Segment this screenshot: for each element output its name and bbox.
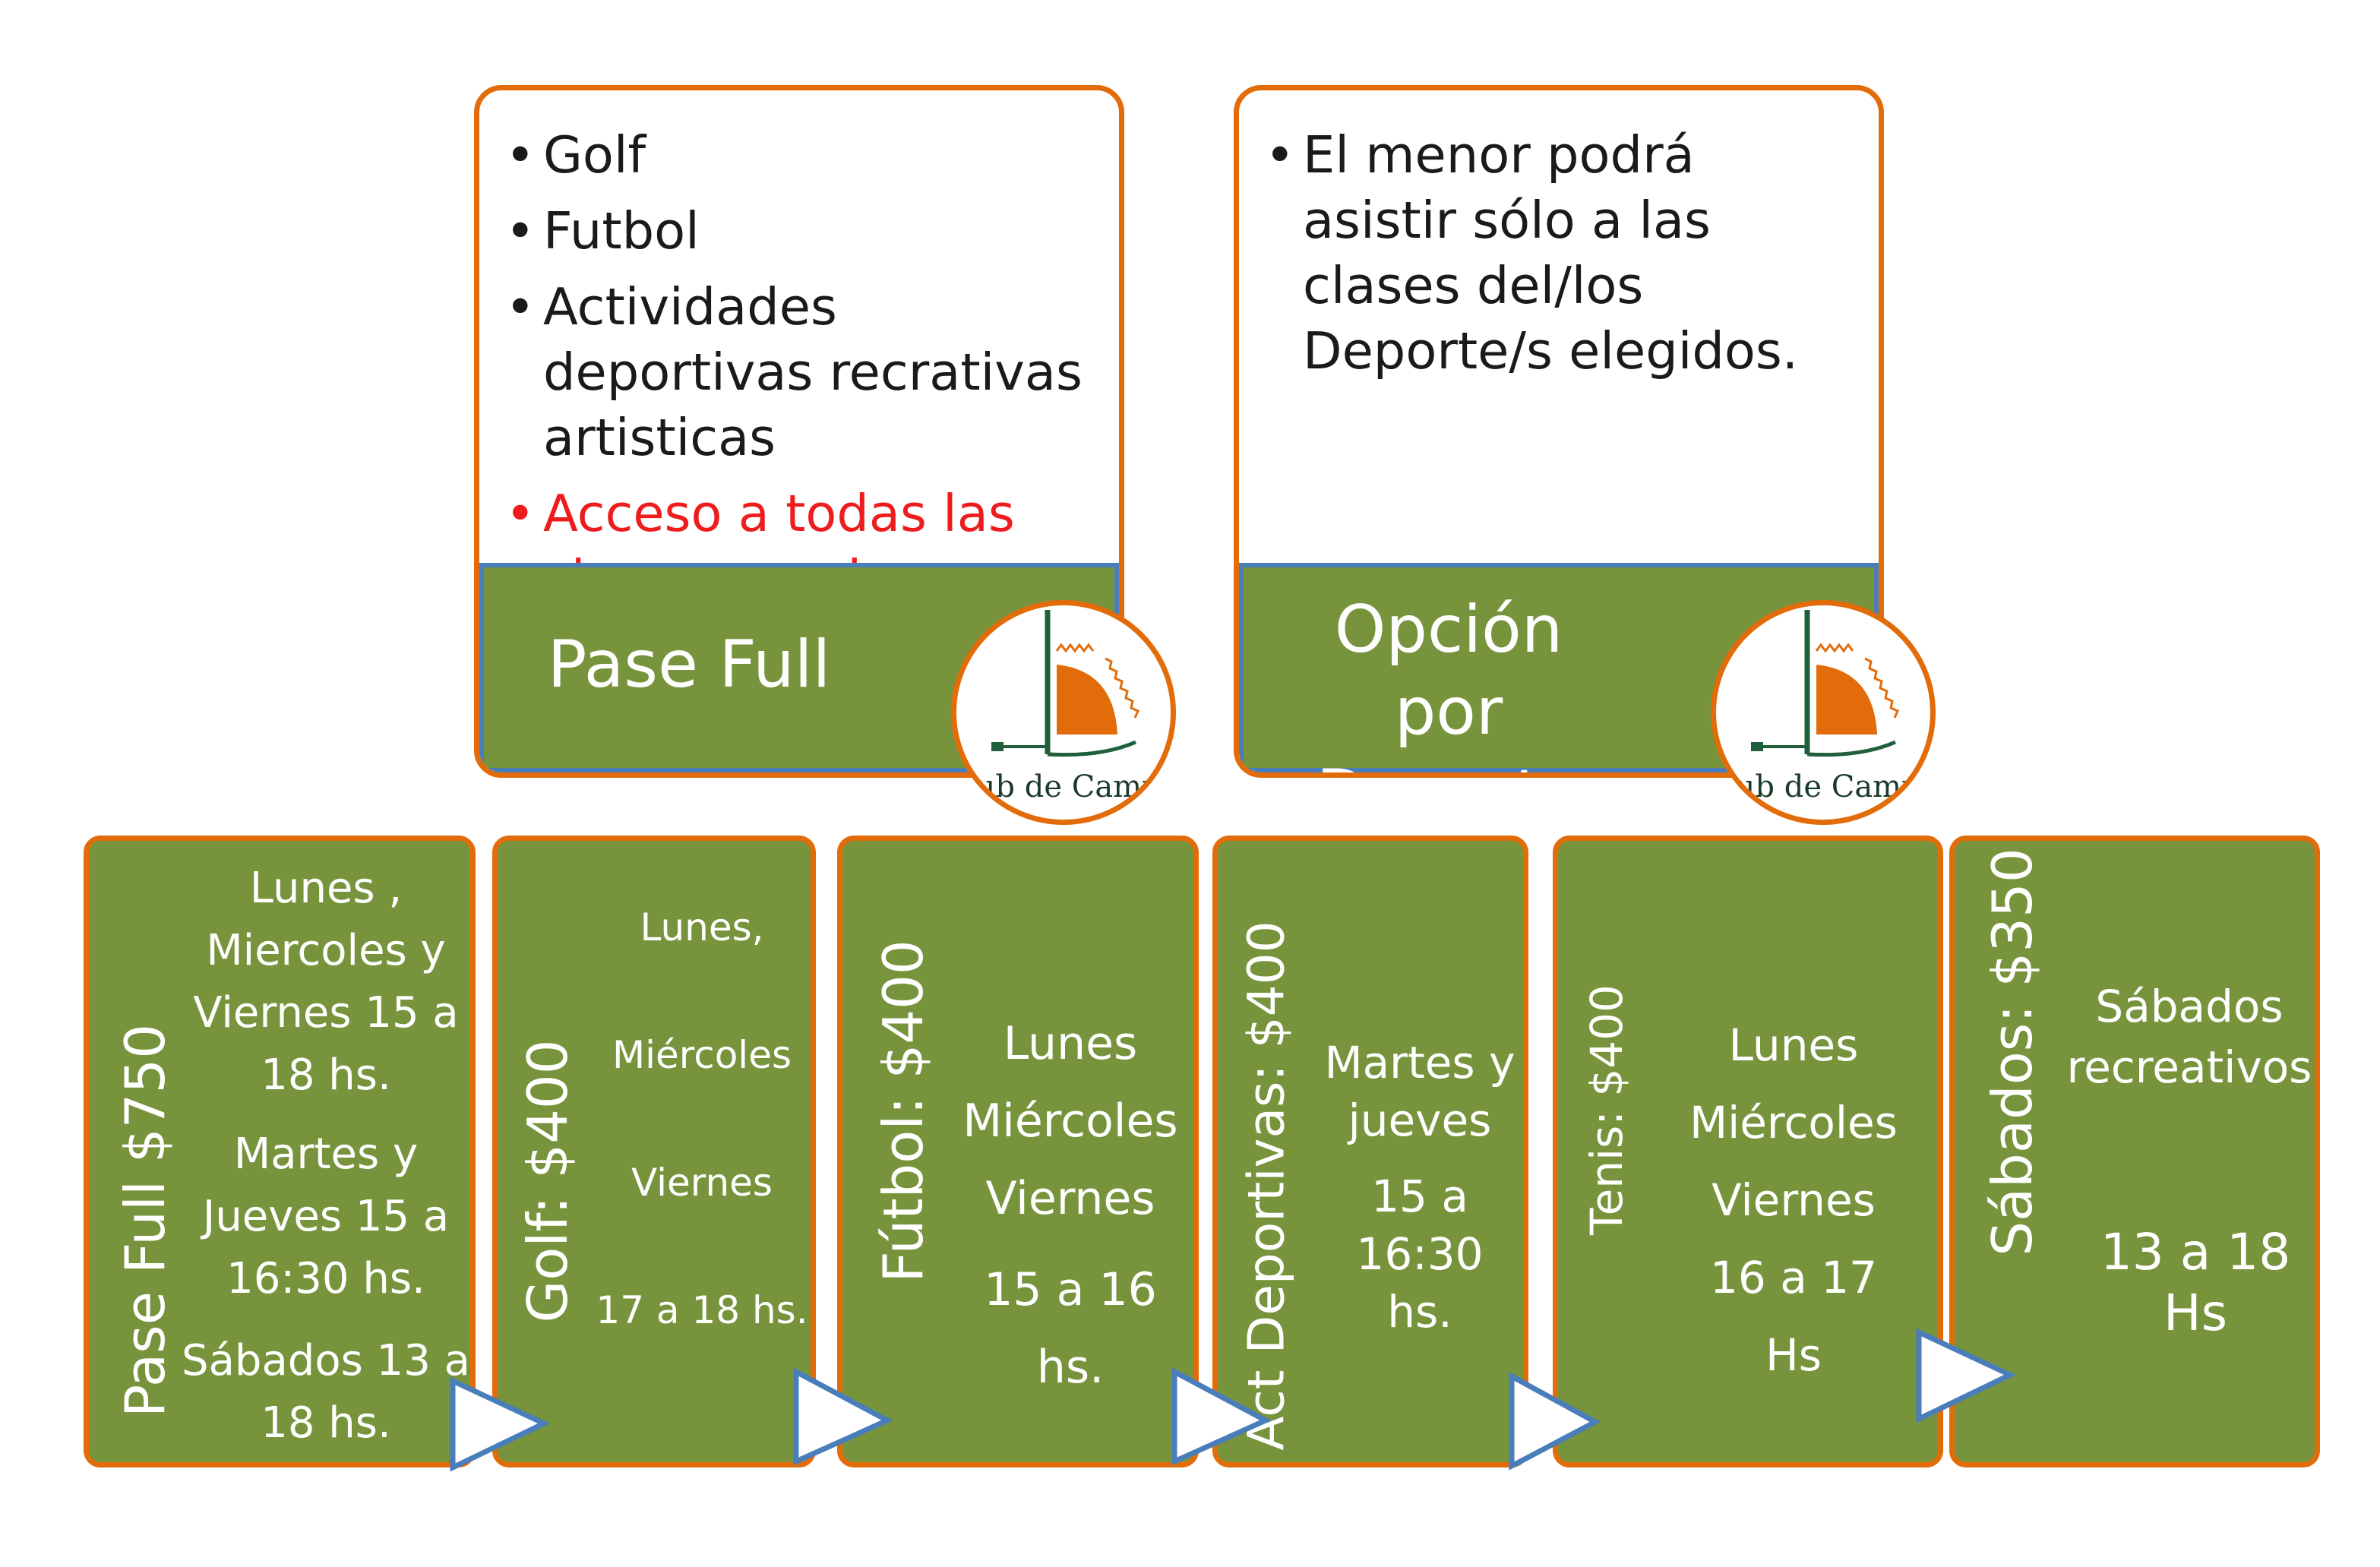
golf-day: Lunes, <box>640 905 764 949</box>
futbol-day: Viernes <box>985 1172 1155 1225</box>
arrow-right-icon <box>450 1376 551 1472</box>
card-futbol-label: Fútbol: $400 <box>871 940 935 1283</box>
logo-text: Club de Campo <box>1716 769 1930 804</box>
sched3-line: 18 hs. <box>261 1398 391 1448</box>
sabados-desc: Sábados recreativos <box>2059 976 2315 1098</box>
futbol-schedule: Lunes Miércoles Viernes 15 a 16 hs. <box>949 1005 1192 1406</box>
arrow-right-icon <box>1171 1367 1272 1466</box>
pase-full-title: Pase Full <box>547 627 831 703</box>
act-day: jueves <box>1348 1095 1492 1146</box>
tenis-schedule: Lunes Miércoles Viernes 16 a 17 Hs <box>1680 1006 1907 1394</box>
card-golf-label: Golf: $400 <box>516 1039 580 1323</box>
sabados-desc-line: recreativos <box>2066 1041 2312 1093</box>
act-time: hs. <box>1387 1286 1452 1338</box>
card-sabados: Sábados: $350 Sábados recreativos 13 a 1… <box>1949 836 2320 1467</box>
futbol-day: Lunes <box>1003 1017 1138 1070</box>
arrow-right-icon <box>793 1367 893 1466</box>
bullet-menor-podra: El menor podrá asistir sólo a las clases… <box>1265 122 1848 384</box>
club-logo-icon: Club de Campo <box>951 600 1176 825</box>
pase-full-schedule-1: Lunes , Miercoles y Viernes 15 a 18 hs. <box>180 858 470 1107</box>
tenis-day: Viernes <box>1712 1174 1876 1226</box>
card-act-deportivas: Act Deportivas: $400 Martes y jueves 15 … <box>1212 836 1528 1467</box>
arrow-right-icon <box>1509 1372 1601 1471</box>
sched2-line: 16:30 hs. <box>226 1254 425 1303</box>
tenis-day: Miércoles <box>1689 1097 1898 1148</box>
sched2-line: Martes y <box>233 1129 419 1179</box>
pase-full-box: Golf Futbol Actividades deportivas recra… <box>474 85 1124 778</box>
card-futbol: Fútbol: $400 Lunes Miércoles Viernes 15 … <box>837 836 1199 1467</box>
bullet-futbol: Futbol <box>505 198 1096 264</box>
opcion-title-line2: Deporte <box>1274 753 1623 772</box>
tenis-day: Lunes <box>1728 1019 1859 1071</box>
sched1-line: Miercoles y <box>206 926 446 975</box>
card-pase-full: Pase Full $750 Lunes , Miercoles y Viern… <box>84 836 476 1467</box>
golf-days: Lunes, Miércoles Viernes 17 a 18 hs. <box>592 905 811 1333</box>
golf-day: Miércoles <box>612 1033 792 1077</box>
act-schedule: Martes y jueves 15 a 16:30 hs. <box>1313 1034 1523 1341</box>
card-tenis: Tenis: $400 Lunes Miércoles Viernes 16 a… <box>1553 836 1943 1467</box>
card-sabados-label: Sábados: $350 <box>1980 848 2044 1256</box>
futbol-day: Miércoles <box>962 1095 1178 1148</box>
sched1-line: Viernes 15 a <box>193 988 459 1038</box>
club-logo-icon: Club de Campo <box>1711 600 1936 825</box>
sched1-line: 18 hs. <box>261 1050 391 1100</box>
opcion-title-line1: Opción por <box>1334 592 1563 750</box>
sched1-line: Lunes , <box>249 864 403 913</box>
sabados-desc-line: Sábados <box>2095 981 2284 1032</box>
act-day: Martes y <box>1324 1037 1516 1088</box>
pase-full-schedule-3: Sábados 13 a 18 hs. <box>180 1330 470 1455</box>
arrow-right-icon <box>1916 1328 2017 1423</box>
bullet-golf: Golf <box>505 122 1096 188</box>
logo-text: Club de Campo <box>956 769 1171 804</box>
card-pase-full-label: Pase Full $750 <box>113 1023 177 1418</box>
pase-full-bullet-list: Golf Futbol Actividades deportivas recra… <box>479 90 1119 611</box>
act-time: 15 a 16:30 <box>1356 1171 1484 1280</box>
card-golf: Golf: $400 Lunes, Miércoles Viernes 17 a… <box>492 836 816 1467</box>
opcion-title: Opción por Deporte <box>1274 589 1623 772</box>
golf-day: Viernes <box>631 1161 773 1205</box>
opcion-bullet-list: El menor podrá asistir sólo a las clases… <box>1239 90 1879 384</box>
card-tenis-label: Tenis: $400 <box>1581 984 1632 1235</box>
sabados-time: 13 a 18 Hs <box>2100 1223 2291 1342</box>
sched3-line: Sábados 13 a <box>182 1336 470 1385</box>
tenis-time: 16 a 17 Hs <box>1709 1252 1878 1381</box>
pase-full-schedule-2: Martes y Jueves 15 a 16:30 hs. <box>180 1123 470 1310</box>
sched2-line: Jueves 15 a <box>202 1192 450 1241</box>
golf-time: 17 a 18 hs. <box>596 1288 808 1332</box>
bullet-actividades: Actividades deportivas recrativas artist… <box>505 274 1096 470</box>
futbol-time: 15 a 16 hs. <box>984 1263 1157 1394</box>
